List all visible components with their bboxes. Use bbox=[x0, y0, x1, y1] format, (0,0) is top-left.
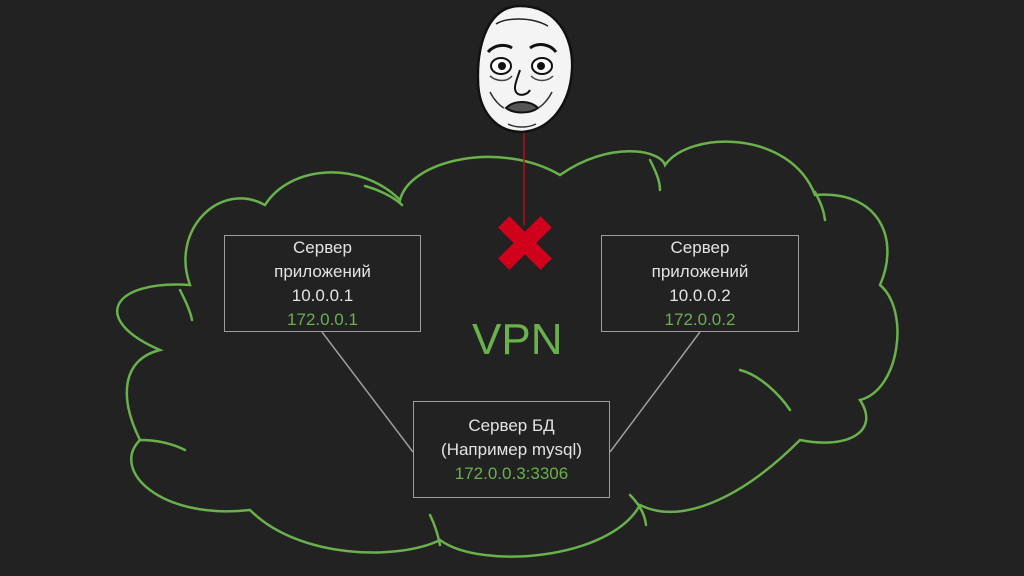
db-server-box: Сервер БД (Например mysql) 172.0.0.3:330… bbox=[413, 401, 610, 498]
db-server-vpn-ip: 172.0.0.3:3306 bbox=[454, 463, 569, 483]
vpn-cloud-outline bbox=[116, 140, 899, 558]
app-server-2-subtitle: приложений bbox=[651, 261, 749, 281]
app-server-1-box: Сервер приложений 10.0.0.1 172.0.0.1 bbox=[224, 235, 421, 332]
vpn-cloud-inner-curve-7 bbox=[178, 288, 194, 322]
troll-face-icon bbox=[476, 4, 574, 134]
vpn-cloud-inner-curve-8 bbox=[138, 438, 187, 452]
connection-line-app2-db bbox=[609, 331, 701, 453]
app-server-1-title: Сервер bbox=[293, 237, 352, 257]
vpn-cloud-inner-curve-6 bbox=[428, 513, 442, 547]
vpn-label: VPN bbox=[472, 315, 563, 364]
app-server-2-title: Сервер bbox=[670, 237, 730, 257]
connection-line-app1-db bbox=[321, 331, 414, 453]
app-server-1-subtitle: приложений bbox=[274, 261, 371, 281]
vpn-cloud-inner-curve-2 bbox=[648, 158, 662, 192]
app-server-1-vpn-ip: 172.0.0.1 bbox=[287, 309, 358, 329]
app-server-2-box: Сервер приложений 10.0.0.2 172.0.0.2 bbox=[601, 235, 799, 332]
red-x-icon bbox=[498, 216, 552, 270]
vpn-cloud-inner-curve-3 bbox=[813, 190, 827, 222]
app-server-2-local-ip: 10.0.0.2 bbox=[669, 285, 731, 305]
app-server-1-local-ip: 10.0.0.1 bbox=[291, 285, 354, 305]
vpn-cloud-inner-curve-5 bbox=[628, 493, 648, 527]
vpn-cloud-inner-curve-1 bbox=[363, 184, 404, 207]
vpn-cloud-inner-curve-4 bbox=[738, 368, 792, 412]
app-server-2-vpn-ip: 172.0.0.2 bbox=[664, 309, 736, 329]
face-outline bbox=[476, 4, 574, 134]
db-server-title: Сервер БД bbox=[468, 415, 555, 435]
db-server-subtitle: (Например mysql) bbox=[441, 439, 582, 459]
vpn-cloud bbox=[116, 140, 899, 558]
